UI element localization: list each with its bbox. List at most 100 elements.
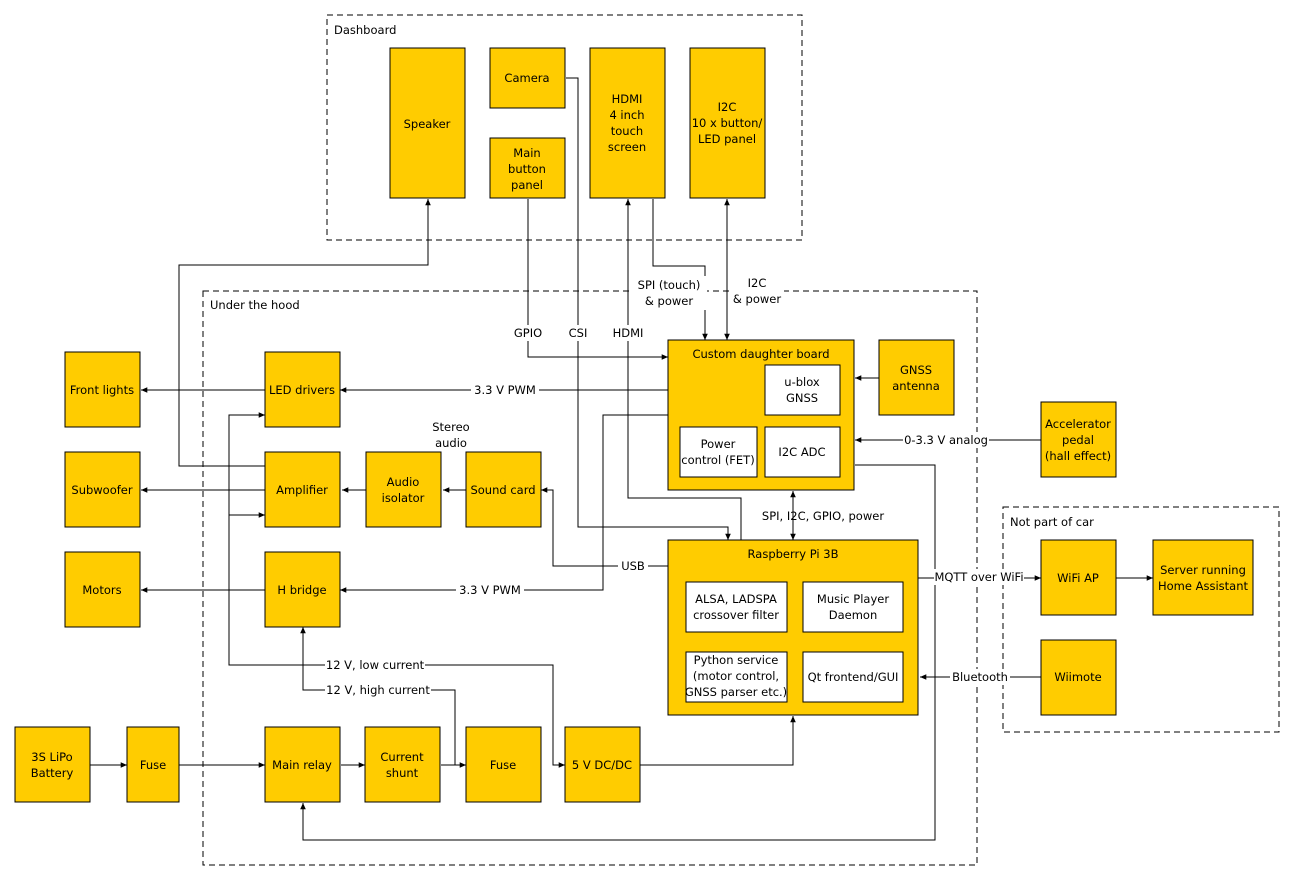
- under-hood-group-label: Under the hood: [210, 298, 300, 312]
- label-high-current: 12 V, high current: [326, 683, 430, 697]
- battery-label-2: Battery: [31, 766, 74, 780]
- ublox-gnss-label-1: u-blox: [784, 375, 820, 389]
- hdmi-screen-block: [589, 47, 666, 199]
- front-lights-block: [64, 351, 141, 428]
- audio-isolator-label-2: isolator: [382, 491, 425, 505]
- speaker-block: [389, 47, 466, 199]
- gnss-antenna-label-2: antenna: [892, 379, 940, 393]
- hdmi-screen-label-2: 4 inch: [609, 108, 644, 122]
- python-service-block: [685, 651, 788, 703]
- main-button-panel-label-3: panel: [511, 178, 543, 192]
- server-label-1: Server running: [1160, 563, 1246, 577]
- sound-card-block: [465, 451, 542, 528]
- sound-card-label: Sound card: [470, 483, 535, 497]
- accelerator-label-2: pedal: [1062, 433, 1094, 447]
- mpd-block: [802, 581, 904, 633]
- motors-label: Motors: [82, 583, 121, 597]
- fuse-block-1: [126, 726, 180, 803]
- raspberry-pi-label: Raspberry Pi 3B: [748, 547, 839, 561]
- wire-usb: [541, 487, 668, 567]
- current-shunt-label-2: shunt: [386, 766, 419, 780]
- wire-power-control-relay: [300, 464, 936, 841]
- qt-frontend-block: [802, 651, 904, 703]
- i2c-panel-label-2: 10 x button/: [692, 116, 763, 130]
- current-shunt-block: [364, 726, 441, 803]
- python-service-label-2: (motor control,: [693, 669, 779, 683]
- main-button-panel-label-2: button: [508, 162, 546, 176]
- wire-amplifier-speaker: [178, 199, 431, 467]
- label-stereo: Stereo: [432, 420, 469, 434]
- mpd-label-2: Daemon: [829, 608, 878, 622]
- accelerator-pedal-block: [1040, 401, 1117, 478]
- main-relay-label: Main relay: [272, 758, 332, 772]
- wiimote-block: [1040, 639, 1117, 716]
- i2c-panel-block: [689, 47, 766, 199]
- wiimote-label: Wiimote: [1054, 670, 1101, 684]
- label-analog: 0-3.3 V analog: [904, 433, 988, 447]
- label-spi-touch-power: & power: [645, 294, 693, 308]
- led-drivers-block: [264, 351, 341, 428]
- label-low-current: 12 V, low current: [326, 658, 425, 672]
- alsa-label-2: crossover filter: [693, 608, 779, 622]
- fuse-2-label: Fuse: [490, 758, 516, 772]
- subwoofer-block: [64, 451, 141, 528]
- label-spi-bus: SPI, I2C, GPIO, power: [762, 509, 884, 523]
- accelerator-label-3: (hall effect): [1045, 449, 1111, 463]
- label-i2c: I2C: [748, 276, 767, 290]
- front-lights-label: Front lights: [70, 383, 134, 397]
- label-usb: USB: [621, 559, 645, 573]
- wire-spi-touch: [652, 199, 708, 340]
- label-csi: CSI: [569, 326, 588, 340]
- wifi-ap-label: WiFi AP: [1057, 571, 1099, 585]
- i2c-panel-label-1: I2C: [718, 100, 737, 114]
- main-button-panel-block: [489, 137, 566, 199]
- qt-frontend-label: Qt frontend/GUI: [808, 670, 899, 684]
- camera-block: [489, 47, 566, 109]
- label-mqtt: MQTT over WiFi: [934, 570, 1023, 584]
- led-drivers-label: LED drivers: [269, 383, 335, 397]
- subwoofer-label: Subwoofer: [71, 483, 132, 497]
- not-part-of-car-group-label: Not part of car: [1010, 515, 1094, 529]
- battery-label-1: 3S LiPo: [31, 750, 72, 764]
- fuse-block-2: [465, 726, 542, 803]
- speaker-label: Speaker: [404, 117, 451, 131]
- i2c-adc-label: I2C ADC: [778, 445, 825, 459]
- label-pwm-led: 3.3 V PWM: [474, 383, 536, 397]
- wire-button-gpio: [527, 199, 668, 360]
- alsa-block: [685, 581, 788, 633]
- label-i2c-power: & power: [733, 292, 781, 306]
- audio-isolator-block: [365, 451, 442, 528]
- label-bluetooth: Bluetooth: [952, 670, 1008, 684]
- h-bridge-label: H bridge: [277, 583, 326, 597]
- label-hdmi: HDMI: [613, 326, 644, 340]
- python-service-label-3: GNSS parser etc.): [685, 685, 787, 699]
- amplifier-block: [264, 451, 341, 528]
- power-control-label-2: control (FET): [681, 453, 754, 467]
- hdmi-screen-label-1: HDMI: [612, 92, 643, 106]
- dcdc-label: 5 V DC/DC: [572, 758, 632, 772]
- gnss-antenna-label-1: GNSS: [900, 363, 932, 377]
- label-stereo-audio: audio: [435, 436, 467, 450]
- label-gpio: GPIO: [514, 326, 542, 340]
- hdmi-screen-label-3: touch: [611, 124, 643, 138]
- i2c-adc-block: [764, 426, 841, 478]
- battery-block: [14, 726, 91, 803]
- h-bridge-block: [264, 551, 341, 628]
- motors-block: [64, 551, 141, 628]
- wire-12v-low-led: [228, 412, 554, 740]
- camera-label: Camera: [504, 71, 549, 85]
- ublox-gnss-block: [764, 364, 841, 416]
- wire-hdmi: [625, 199, 742, 540]
- wifi-ap-block: [1040, 539, 1117, 616]
- amplifier-label: Amplifier: [276, 483, 328, 497]
- wire-dcdc-pi: [640, 716, 796, 766]
- hdmi-screen-label-4: screen: [608, 140, 646, 154]
- label-pwm-hbridge: 3.3 V PWM: [459, 583, 521, 597]
- dashboard-group-label: Dashboard: [334, 23, 396, 37]
- current-shunt-label-1: Current: [380, 750, 424, 764]
- custom-daughter-board-label: Custom daughter board: [692, 347, 829, 361]
- gnss-antenna-block: [878, 339, 955, 416]
- main-relay-block: [264, 726, 341, 803]
- server-label-2: Home Assistant: [1158, 579, 1248, 593]
